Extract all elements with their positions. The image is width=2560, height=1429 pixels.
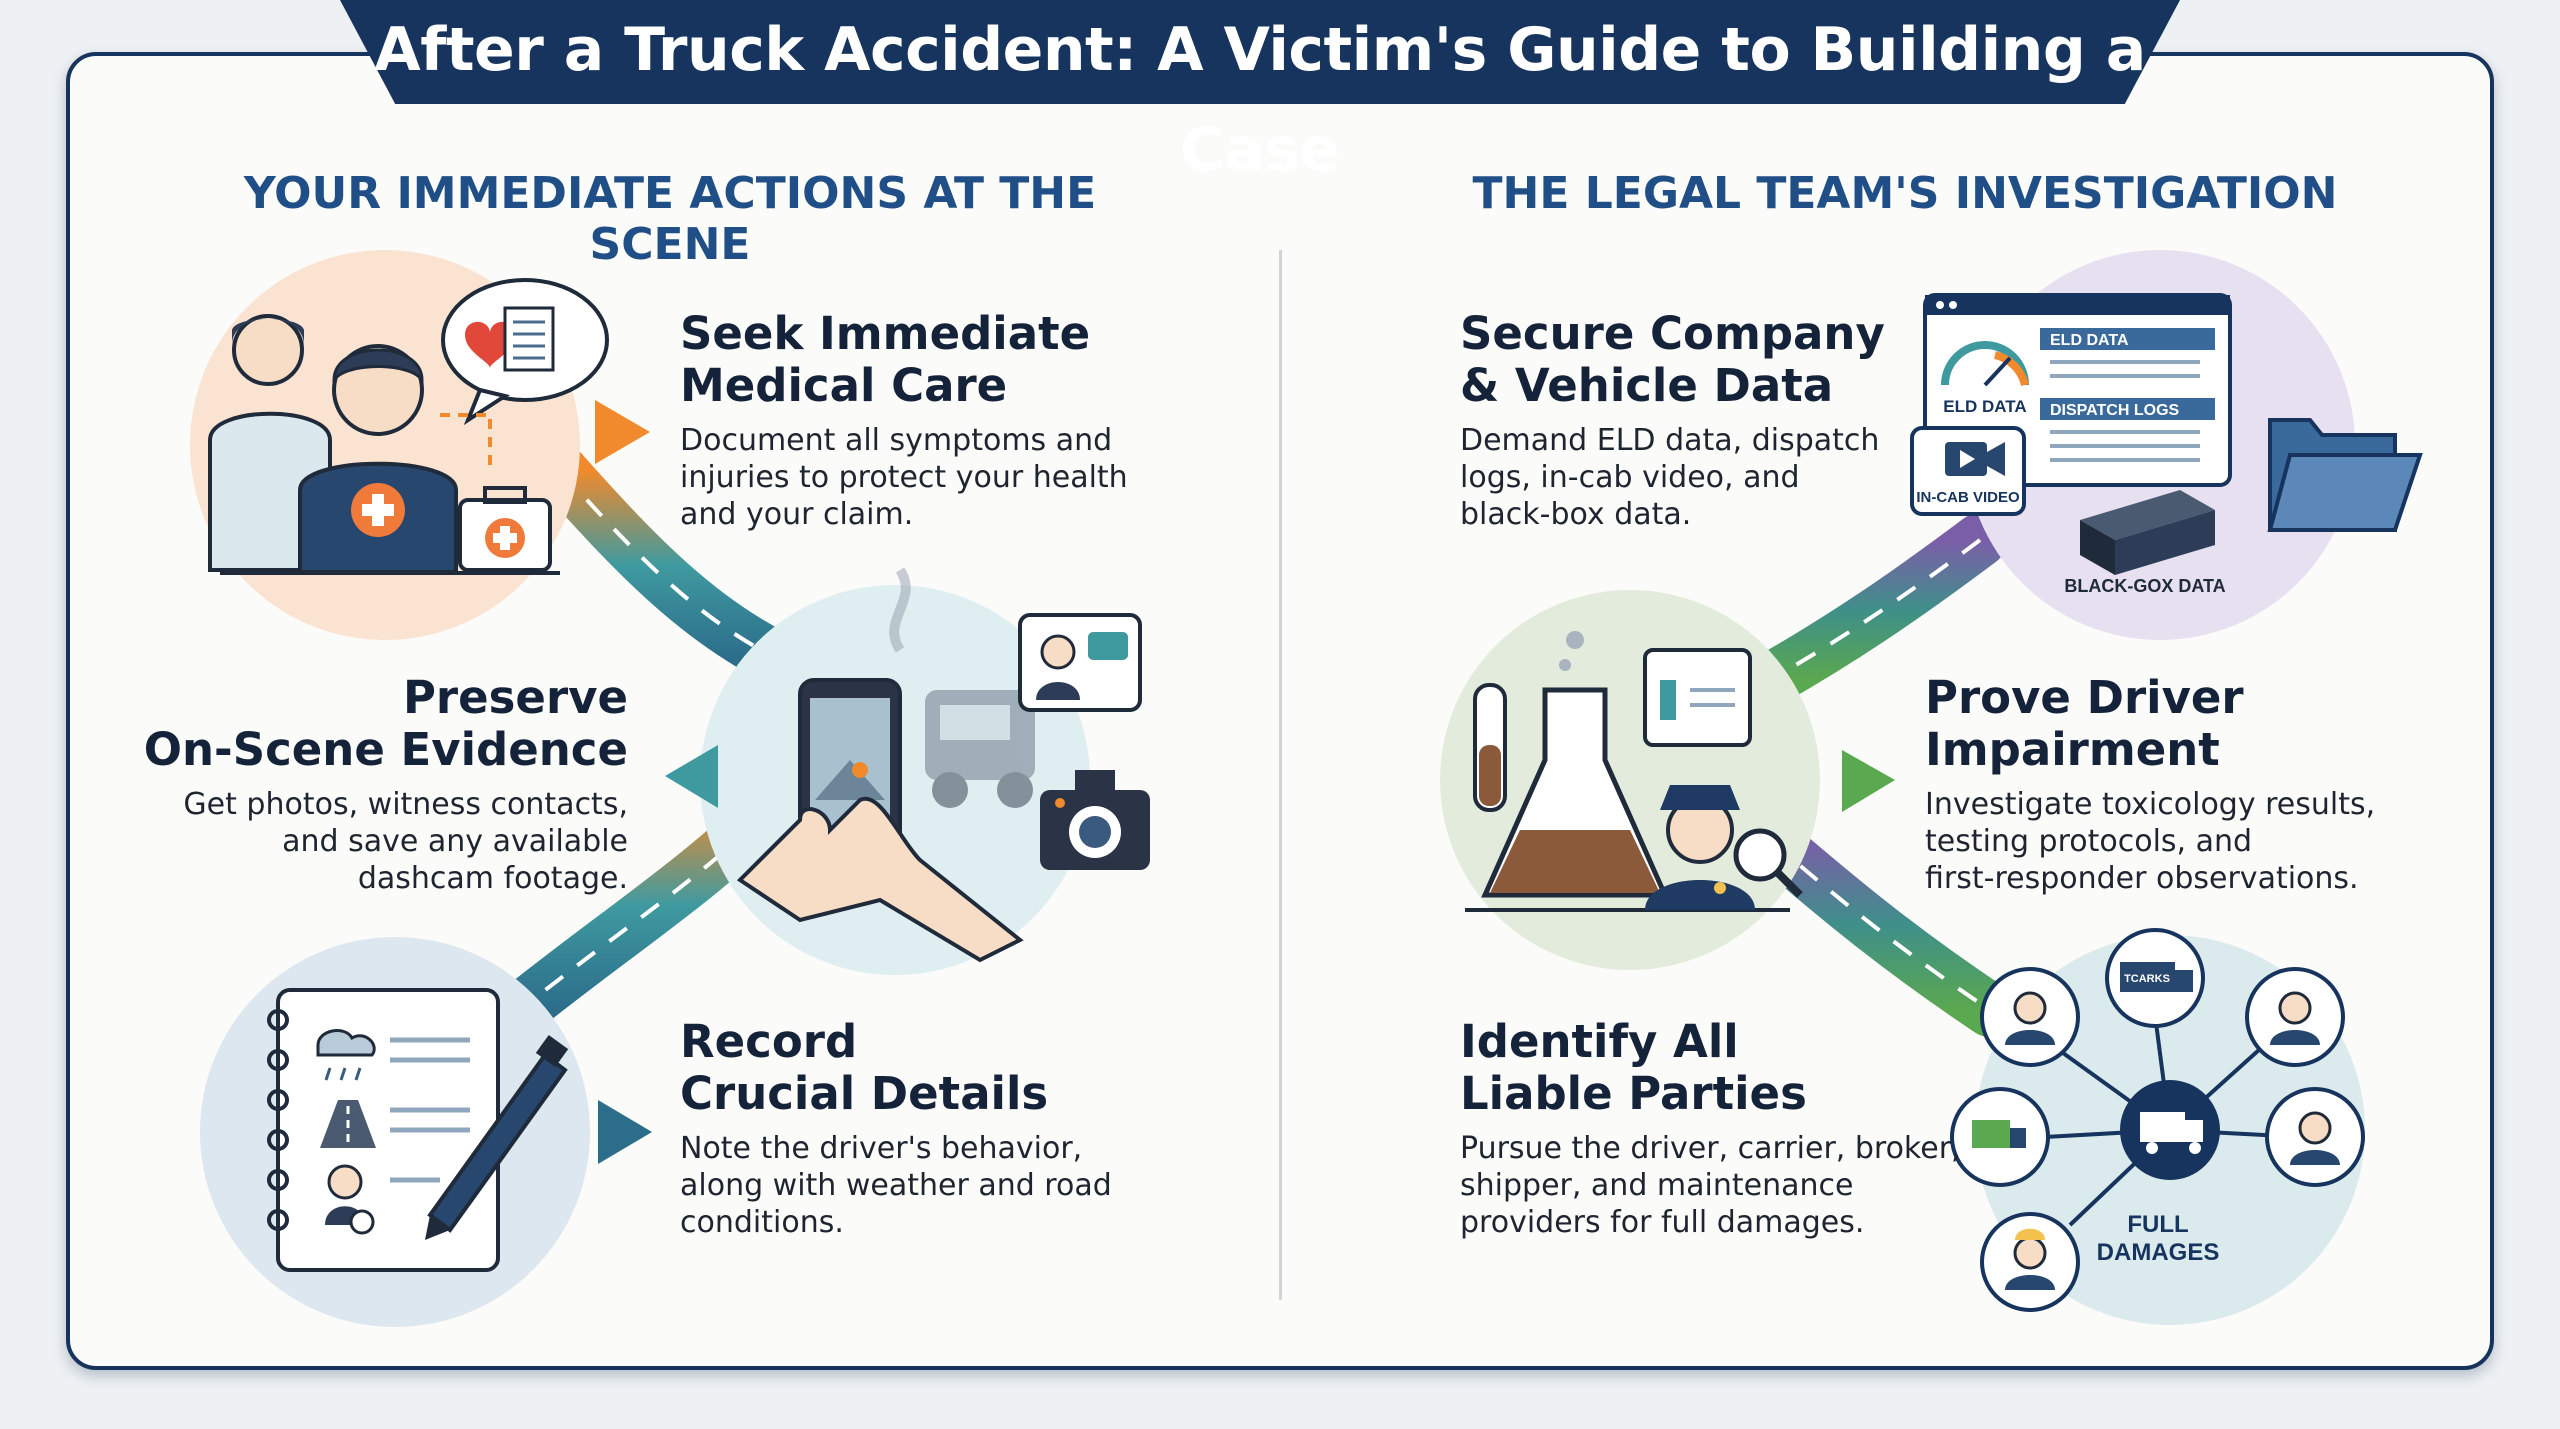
full-damages-line-1: FULL xyxy=(2127,1211,2188,1238)
notebook-icon xyxy=(267,988,500,1272)
step-details-desc: Note the driver's behavior, along with w… xyxy=(680,1131,1112,1240)
heart-chat-icon xyxy=(441,278,609,426)
step-impairment-desc: Investigate toxicology results, testing … xyxy=(1925,787,2376,896)
step-medical-title: Seek Immediate Medical Care xyxy=(680,307,1091,412)
medical-illustration xyxy=(190,250,650,640)
police-officer-icon xyxy=(1645,785,1755,910)
step-evidence-title: Preserve On-Scene Evidence xyxy=(143,671,628,776)
folder-icon xyxy=(2267,418,2423,532)
truck-icon-top: TCARKS xyxy=(2105,928,2205,1028)
step-details-title: Record Crucial Details xyxy=(680,1015,1049,1120)
pen-icon xyxy=(425,1035,569,1240)
impairment-illustration xyxy=(1440,590,1895,970)
gauge-icon: ELD DATA xyxy=(1941,341,2029,416)
parties-illustration: TCARKS FULL DAMAGES xyxy=(1950,928,2365,1325)
page-title: After a Truck Accident: A Victim's Guide… xyxy=(374,15,2146,185)
step-data-desc: Demand ELD data, dispatch logs, in-cab v… xyxy=(1460,423,1880,532)
data-illustration: ELD DATA ELD DATA DISPATCH LOGS IN-CAB V… xyxy=(1910,250,2423,640)
black-box-icon: BLACK-GOX DATA xyxy=(2064,490,2226,596)
step-parties-title: Identify All Liable Parties xyxy=(1460,1015,1807,1120)
person-icon-4 xyxy=(1980,1212,2080,1312)
dispatch-label: DISPATCH LOGS xyxy=(2050,402,2180,419)
evidence-illustration xyxy=(665,567,1150,975)
camera-icon xyxy=(1040,770,1150,870)
step-impairment-title: Prove Driver Impairment xyxy=(1925,671,2244,776)
magnifier-icon xyxy=(1733,828,1803,898)
notebook-illustration xyxy=(200,937,652,1327)
person-icon-3 xyxy=(2265,1087,2365,1187)
medical-kit-icon xyxy=(440,413,552,572)
incab-label: IN-CAB VIDEO xyxy=(1916,489,2020,506)
step-evidence-desc: Get photos, witness contacts, and save a… xyxy=(183,787,628,896)
eld-panel-label: ELD DATA xyxy=(2050,332,2129,349)
truck-icon-left xyxy=(1950,1087,2050,1187)
full-damages-line-2: DAMAGES xyxy=(2097,1239,2220,1266)
step-medical-desc: Document all symptoms and injuries to pr… xyxy=(680,423,1128,532)
title-banner xyxy=(340,0,2180,104)
column-divider xyxy=(1279,250,1282,1300)
step-parties-desc: Pursue the driver, carrier, broker, ship… xyxy=(1460,1131,1961,1240)
person-icon-1 xyxy=(1980,967,2080,1067)
person-icon-2 xyxy=(2245,967,2345,1067)
right-column-heading: THE LEGAL TEAM'S INVESTIGATION xyxy=(1472,168,2338,219)
left-column-heading: YOUR IMMEDIATE ACTIONS AT THE SCENE xyxy=(243,168,1097,270)
video-camera-icon: IN-CAB VIDEO xyxy=(1910,426,2026,516)
eld-gauge-label: ELD DATA xyxy=(1943,397,2026,416)
test-tube-icon xyxy=(1473,683,1507,812)
step-data-title: Secure Company & Vehicle Data xyxy=(1460,307,1885,412)
truck-side-label: TCARKS xyxy=(2124,973,2170,985)
blackbox-label: BLACK-GOX DATA xyxy=(2064,576,2225,596)
